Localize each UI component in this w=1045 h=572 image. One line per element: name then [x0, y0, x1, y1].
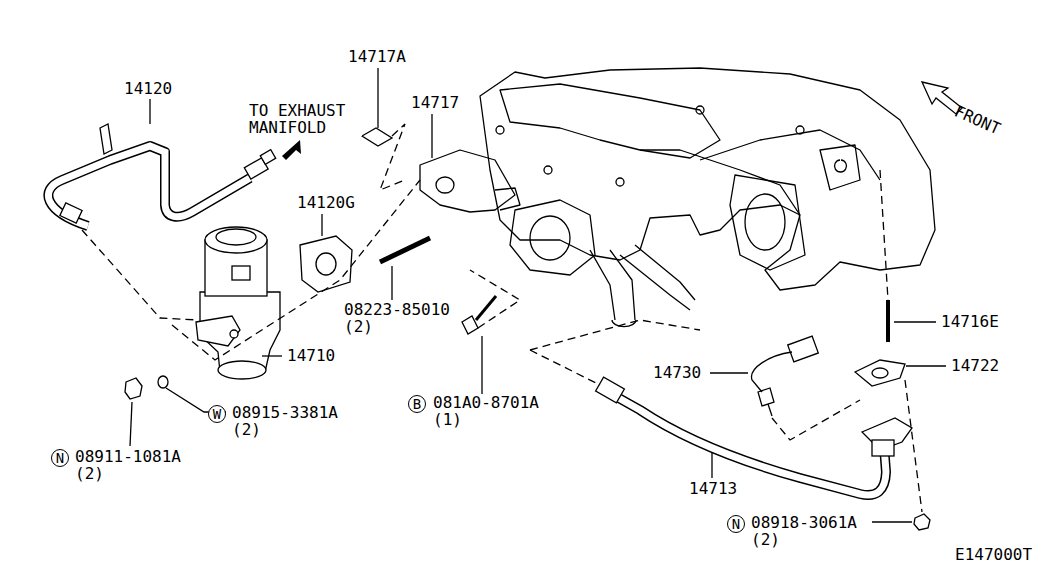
circled-letter-text: B [413, 397, 421, 411]
circled-letter-text: N [56, 451, 64, 465]
egr-valve-flange [196, 316, 240, 346]
part-number: 14717 [410, 94, 460, 111]
sensor-cable [752, 352, 792, 392]
part-number: 14120G [296, 194, 356, 211]
direction-label: FRONT [951, 102, 1004, 138]
part-number: 14722 [950, 357, 1000, 374]
sensor-tip [768, 404, 772, 416]
part-number: 08915-3381A [231, 404, 339, 421]
bolt-shank [476, 296, 496, 320]
stud [886, 300, 890, 342]
quantity: (2) [74, 465, 105, 482]
egr-valve-cap [205, 227, 267, 253]
circled-letter: B [408, 395, 426, 413]
egr-valve-port [218, 361, 266, 379]
part-number: 14120 [123, 80, 173, 97]
egr-pipe-outer [48, 146, 250, 226]
gasket [300, 236, 352, 292]
part-number: 14716E [940, 313, 1000, 330]
tube-fitting [872, 440, 894, 456]
manifold-runner [640, 130, 880, 215]
side-boss [820, 145, 860, 190]
egr-adapter [420, 150, 515, 212]
port-hole [745, 194, 785, 250]
circled-letter-text: N [732, 517, 740, 531]
water-pipe [590, 245, 695, 327]
egr-tube-outer [608, 392, 886, 495]
gasket-hole [316, 253, 336, 275]
nut [914, 514, 930, 530]
egr-tube-inner [608, 392, 886, 495]
bolt-hole [796, 126, 804, 134]
assembly-lines [82, 124, 922, 512]
egr-valve-top [216, 229, 256, 245]
part-number: 081A0-8701A [432, 394, 540, 411]
adapter-nozzle [495, 188, 520, 210]
part-number: 08911-1081A [74, 448, 182, 465]
washer [158, 376, 168, 388]
bolt [362, 128, 392, 146]
leader-lines [130, 68, 946, 522]
part-number: 14710 [286, 347, 336, 364]
egr-valve-connector [232, 266, 250, 280]
part-number: 14717A [347, 48, 407, 65]
circled-letter: N [727, 515, 745, 533]
sensor-connector [788, 336, 819, 362]
bolt-hole [544, 166, 552, 174]
exhaust-arrow [282, 140, 301, 160]
stud [380, 238, 430, 262]
pipe-bracket [100, 124, 112, 154]
part-number: 08918-3061A [750, 514, 858, 531]
note-text: TO EXHAUST MANIFOLD [248, 102, 362, 136]
pipe-fitting [260, 150, 275, 165]
manifold-port [730, 175, 805, 270]
part-number: 08223-85010 [343, 301, 451, 318]
quantity: (1) [432, 411, 463, 428]
bolt-hole [616, 178, 624, 186]
circled-letter-text: W [213, 407, 221, 421]
quantity: (2) [750, 531, 781, 548]
egr-pipe-inner [48, 146, 250, 226]
flange-hole [230, 330, 238, 338]
diagram-code: E147000T [954, 546, 1033, 563]
manifold-flange [500, 84, 720, 158]
throttle-hole [530, 216, 570, 260]
quantity: (2) [343, 318, 374, 335]
quantity: (2) [231, 421, 262, 438]
bolt-hole [496, 126, 504, 134]
throttle-flange [510, 200, 595, 275]
part-number: 14713 [688, 480, 738, 497]
tube-nut [596, 377, 625, 403]
adapter-hole [436, 177, 454, 193]
gasket [855, 360, 905, 386]
circled-letter: N [51, 449, 69, 467]
pipe-fitting [60, 203, 82, 223]
part-number: 14730 [652, 364, 702, 381]
manifold-outline [480, 68, 935, 290]
nut [125, 378, 142, 399]
gasket-hole [872, 368, 888, 378]
circled-letter: W [208, 405, 226, 423]
bolt-hole [696, 106, 704, 114]
